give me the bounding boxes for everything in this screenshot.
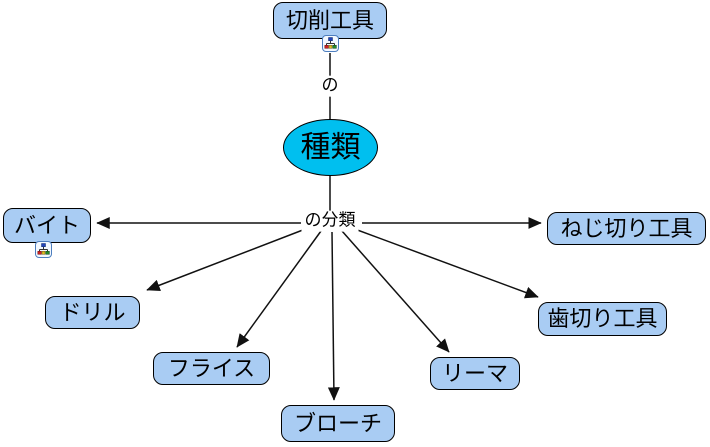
concept-label: フライス xyxy=(167,355,256,381)
linking-phrase-no[interactable]: の xyxy=(318,75,342,97)
concept-label: 切削工具 xyxy=(285,7,374,33)
concept-node-reamer[interactable]: リーマ xyxy=(430,357,520,390)
concept-node-bite[interactable]: バイト xyxy=(3,208,91,243)
concept-node-milling-cutter[interactable]: フライス xyxy=(153,352,270,385)
concept-map-icon[interactable] xyxy=(322,35,339,52)
concept-node-broach[interactable]: ブローチ xyxy=(281,405,395,442)
concept-label: 歯切り工具 xyxy=(547,306,658,331)
concept-label: バイト xyxy=(13,212,80,238)
concept-node-cutting-tools[interactable]: 切削工具 xyxy=(273,2,387,39)
concept-map-icon[interactable] xyxy=(35,241,52,258)
concept-node-thread-cutting-tool[interactable]: ねじ切り工具 xyxy=(547,212,706,245)
concept-label: ねじ切り工具 xyxy=(560,215,693,241)
concept-node-drill[interactable]: ドリル xyxy=(45,296,140,329)
concept-ellipse-types[interactable]: 種類 xyxy=(283,119,378,176)
linking-phrase-classification[interactable]: の分類 xyxy=(301,210,359,232)
concept-label: 種類 xyxy=(300,130,361,164)
concept-node-gear-cutting-tool[interactable]: 歯切り工具 xyxy=(538,302,667,336)
concept-label: リーマ xyxy=(441,360,508,386)
concept-label: ブローチ xyxy=(293,410,382,436)
concept-label: ドリル xyxy=(59,299,126,325)
